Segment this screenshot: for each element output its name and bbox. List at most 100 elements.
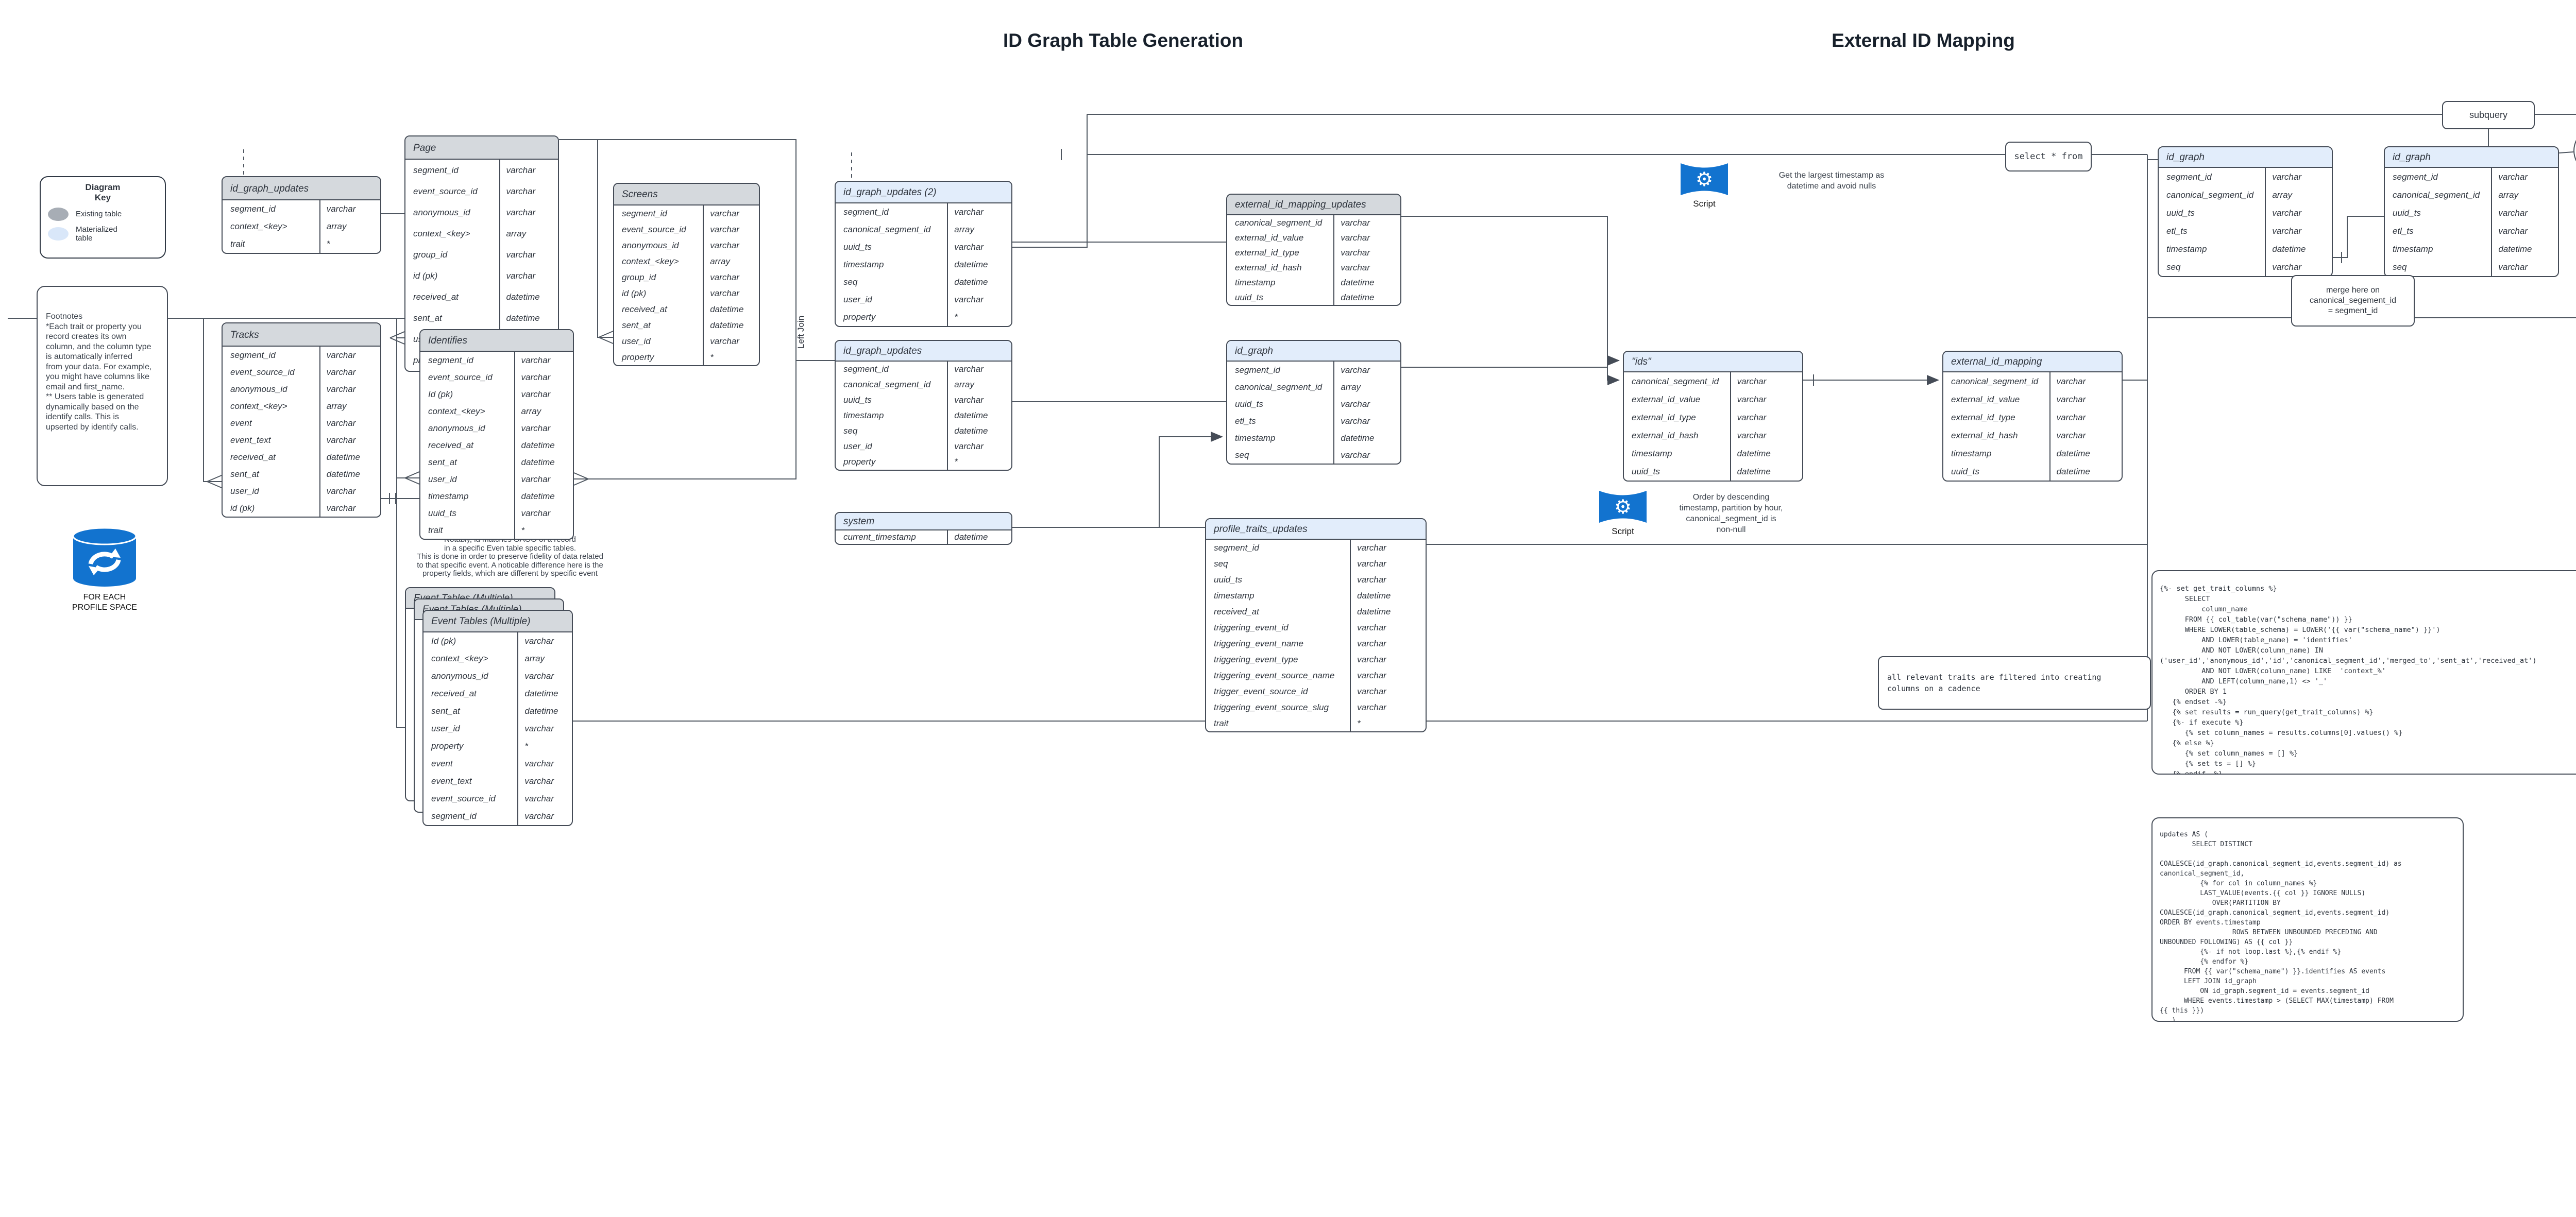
field-name: Id (pk): [420, 386, 515, 403]
field-name: external_id_value: [1227, 230, 1335, 245]
field-type: varchar: [710, 288, 739, 298]
table-row: triggering_event_source_slug varchar: [1206, 699, 1426, 715]
field-type: array: [521, 406, 541, 416]
field-name: timestamp: [836, 408, 948, 423]
script-node-2[interactable]: ⚙ Script: [1599, 488, 1647, 537]
field-type: varchar: [954, 364, 984, 374]
footnotes-box[interactable]: Footnotes *Each trait or property you re…: [37, 286, 168, 486]
field-type: varchar: [1357, 638, 1386, 648]
field-name: trait: [420, 522, 515, 539]
updates-cte-sql-block[interactable]: updates AS ( SELECT DISTINCT COALESCE(id…: [2151, 817, 2464, 1022]
field-name: seq: [2159, 258, 2266, 276]
field-name: segment_id: [423, 808, 519, 825]
select-from-box[interactable]: select * from: [2005, 142, 2092, 172]
relevant-traits-note[interactable]: all relevant traits are filtered into cr…: [1878, 656, 2151, 710]
field-type: datetime: [954, 277, 988, 287]
field-name: triggering_event_source_slug: [1206, 699, 1351, 715]
field-name: seq: [2385, 258, 2493, 276]
table-row: Id (pk) varchar: [420, 386, 573, 403]
field-type: varchar: [710, 272, 739, 282]
section-title-id-graph: ID Graph Table Generation: [1003, 30, 1244, 51]
field-name: timestamp: [2385, 240, 2493, 258]
field-name: sent_at: [423, 702, 519, 720]
diagram-key[interactable]: Diagram Key Existing table Materialized …: [40, 176, 166, 259]
field-type: datetime: [524, 689, 558, 698]
field-name: uuid_ts: [836, 238, 948, 256]
field-name: triggering_event_id: [1206, 620, 1351, 636]
table-row: context_<key>array: [420, 403, 573, 420]
trait-columns-sql-block[interactable]: {%- set get_trait_columns %} SELECT colu…: [2151, 570, 2576, 775]
field-type: *: [954, 457, 958, 467]
subquery-box[interactable]: subquery: [2442, 101, 2535, 129]
field-name: segment_id: [223, 347, 320, 364]
field-name: anonymous_id: [223, 381, 320, 398]
legend-item: Materialized table: [48, 225, 158, 243]
field-name: event_source_id: [423, 790, 519, 808]
table-title: system: [836, 513, 1011, 530]
field-type: varchar: [1357, 622, 1386, 632]
field-name: canonical_segment_id: [836, 377, 948, 392]
field-type: varchar: [326, 503, 356, 513]
field-name: etl_ts: [1227, 413, 1335, 430]
for-each-label: FOR EACH PROFILE SPACE: [72, 593, 137, 612]
field-type: datetime: [954, 426, 988, 436]
merge-note-box[interactable]: merge here on canonical_segement_id = se…: [2291, 275, 2415, 327]
field-name: received_at: [223, 449, 320, 466]
field-type: varchar: [1341, 262, 1370, 272]
field-type: varchar: [1357, 686, 1386, 696]
field-type: datetime: [521, 457, 555, 467]
field-name: timestamp: [2159, 240, 2266, 258]
section-title-external-id: External ID Mapping: [1832, 30, 2015, 51]
field-name: seq: [836, 423, 948, 439]
script-node-1[interactable]: ⚙ Script: [1681, 161, 1728, 209]
field-type: varchar: [521, 389, 551, 399]
for-each-profile-space[interactable]: FOR EACH PROFILE SPACE: [71, 527, 138, 613]
field-name: external_id_hash: [1624, 426, 1731, 444]
field-name: timestamp: [1227, 275, 1335, 290]
field-name: external_id_hash: [1943, 426, 2050, 444]
field-name: user_id: [423, 720, 519, 738]
field-type: varchar: [710, 240, 739, 250]
field-name: received_at: [1206, 604, 1351, 620]
field-type: varchar: [1357, 702, 1386, 712]
field-type: varchar: [1357, 558, 1386, 569]
